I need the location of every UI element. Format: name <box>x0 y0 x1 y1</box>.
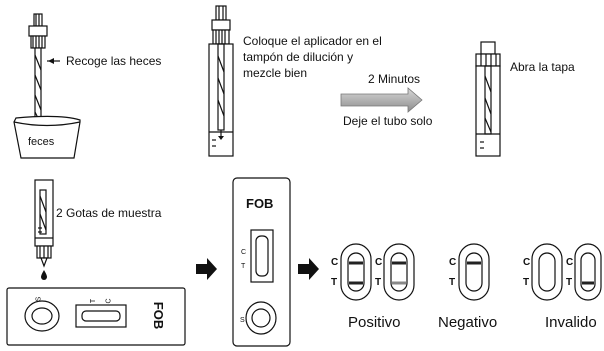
right-arrow-icon <box>298 258 319 280</box>
control-mark-vertical: C <box>241 249 247 256</box>
step-place-line3: mezcle bien <box>243 66 308 80</box>
result-invalid-label: Invalido <box>545 314 597 331</box>
result-t-mark: T <box>566 277 573 288</box>
cassette-vertical <box>232 177 291 347</box>
leave-label: Deje el tubo solo <box>343 114 433 128</box>
step-place-line1: Coloque el aplicador en el <box>243 34 382 48</box>
tube-dropping <box>34 179 54 280</box>
cassette-horizontal <box>6 287 186 346</box>
result-c-mark: C <box>375 257 383 268</box>
container-label: feces <box>28 136 55 148</box>
result-c-mark: C <box>566 257 574 268</box>
step-place-line2: tampón de dilución y <box>243 50 354 64</box>
step-collect-label: Recoge las heces <box>66 54 162 68</box>
result-positive-label: Positivo <box>348 314 401 331</box>
result-c-mark: C <box>331 257 339 268</box>
result-t-mark: T <box>331 277 338 288</box>
result-t-mark: T <box>523 277 530 288</box>
open-label: Abra la tapa <box>510 60 575 74</box>
result-c-mark: C <box>523 257 531 268</box>
sample-mark-horizontal: S <box>35 296 43 302</box>
test-mark-vertical: T <box>241 263 246 270</box>
result-negative-label: Negativo <box>438 314 498 331</box>
result-bands <box>349 261 594 285</box>
result-t-mark: T <box>375 277 382 288</box>
right-arrow-icon <box>196 258 217 280</box>
drop-icon <box>41 270 47 280</box>
result-positive-2 <box>383 243 415 301</box>
applicator-in-tube <box>208 5 234 157</box>
drops-label: 2 Gotas de muestra <box>56 206 162 220</box>
result-c-mark: C <box>449 257 457 268</box>
right-arrow-icon <box>340 87 423 113</box>
result-invalid-2 <box>574 243 602 301</box>
brand-label-vertical: FOB <box>246 196 274 211</box>
result-negative <box>458 243 490 301</box>
brand-label-horizontal: FOB <box>151 301 167 330</box>
control-mark-horizontal: C <box>105 298 113 304</box>
test-mark-horizontal: T <box>90 298 98 304</box>
applicator-in-feces <box>13 13 81 159</box>
result-t-mark: T <box>449 277 456 288</box>
tube-resting <box>475 41 501 157</box>
wait-label: 2 Minutos <box>368 72 421 86</box>
result-invalid-1 <box>531 243 563 301</box>
sample-mark-vertical: S <box>240 317 245 324</box>
result-positive-1 <box>340 243 372 301</box>
